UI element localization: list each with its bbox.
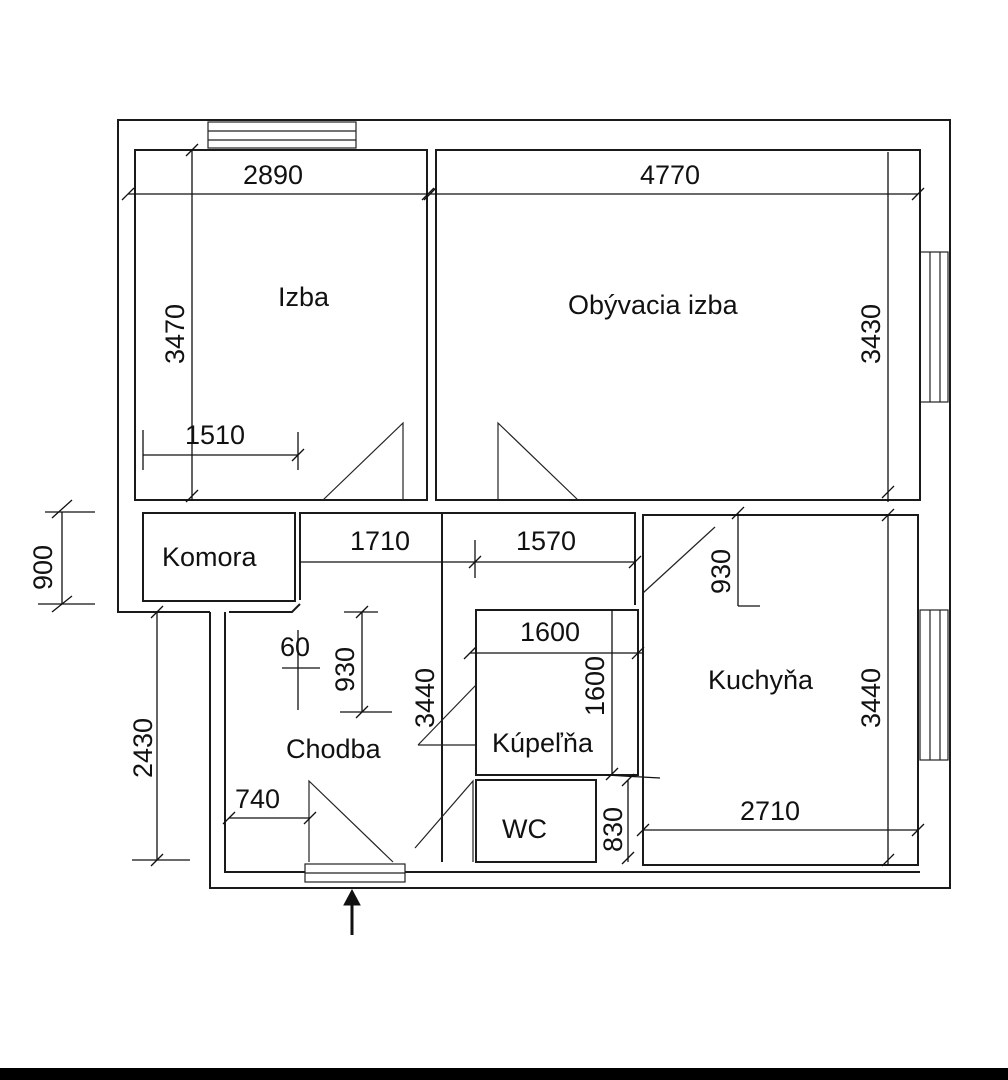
- window-right-lower: [919, 609, 949, 761]
- window-top: [207, 121, 357, 149]
- room-label-chodba: Chodba: [286, 734, 382, 764]
- dim-kuchyna-width: 2710: [740, 796, 800, 826]
- entrance-door: [304, 863, 406, 883]
- dim-chodba-1570: 1570: [516, 526, 576, 556]
- dim-kupelna-height: 1600: [580, 656, 610, 716]
- dim-izba-height: 3470: [160, 304, 190, 364]
- dim-komora-900: 900: [28, 545, 58, 590]
- entrance-arrow-icon: [343, 888, 361, 935]
- dim-entry-2430: 2430: [128, 718, 158, 778]
- dim-izba-1510: 1510: [185, 420, 245, 450]
- room-label-wc: WC: [502, 814, 547, 844]
- dim-obyvacia-height: 3430: [856, 304, 886, 364]
- dim-kuchyna-height: 3440: [856, 668, 886, 728]
- exterior-walls: [117, 119, 951, 889]
- door-swings: [308, 421, 716, 863]
- bottom-bar: [0, 1068, 1008, 1080]
- room-label-kupelna: Kúpeľňa: [492, 728, 594, 758]
- dim-obyvacia-width: 4770: [640, 160, 700, 190]
- dim-entry-740: 740: [235, 784, 280, 814]
- dim-hall-60: 60: [280, 632, 310, 662]
- room-label-komora: Komora: [162, 542, 258, 572]
- dim-hall-930: 930: [330, 647, 360, 692]
- room-label-obyvacia-izba: Obývacia izba: [568, 290, 739, 320]
- dim-kuchyna-930: 930: [706, 549, 736, 594]
- room-label-izba: Izba: [278, 282, 330, 312]
- dim-wc-830: 830: [598, 807, 628, 852]
- room-label-kuchyna: Kuchyňa: [708, 665, 814, 695]
- room-outlines: [134, 149, 921, 866]
- dimension-lines: [38, 143, 925, 867]
- dim-izba-width: 2890: [243, 160, 303, 190]
- dim-chodba-3440: 3440: [410, 668, 440, 728]
- dim-kupelna-width: 1600: [520, 617, 580, 647]
- window-right-upper: [919, 251, 949, 403]
- dim-chodba-1710: 1710: [350, 526, 410, 556]
